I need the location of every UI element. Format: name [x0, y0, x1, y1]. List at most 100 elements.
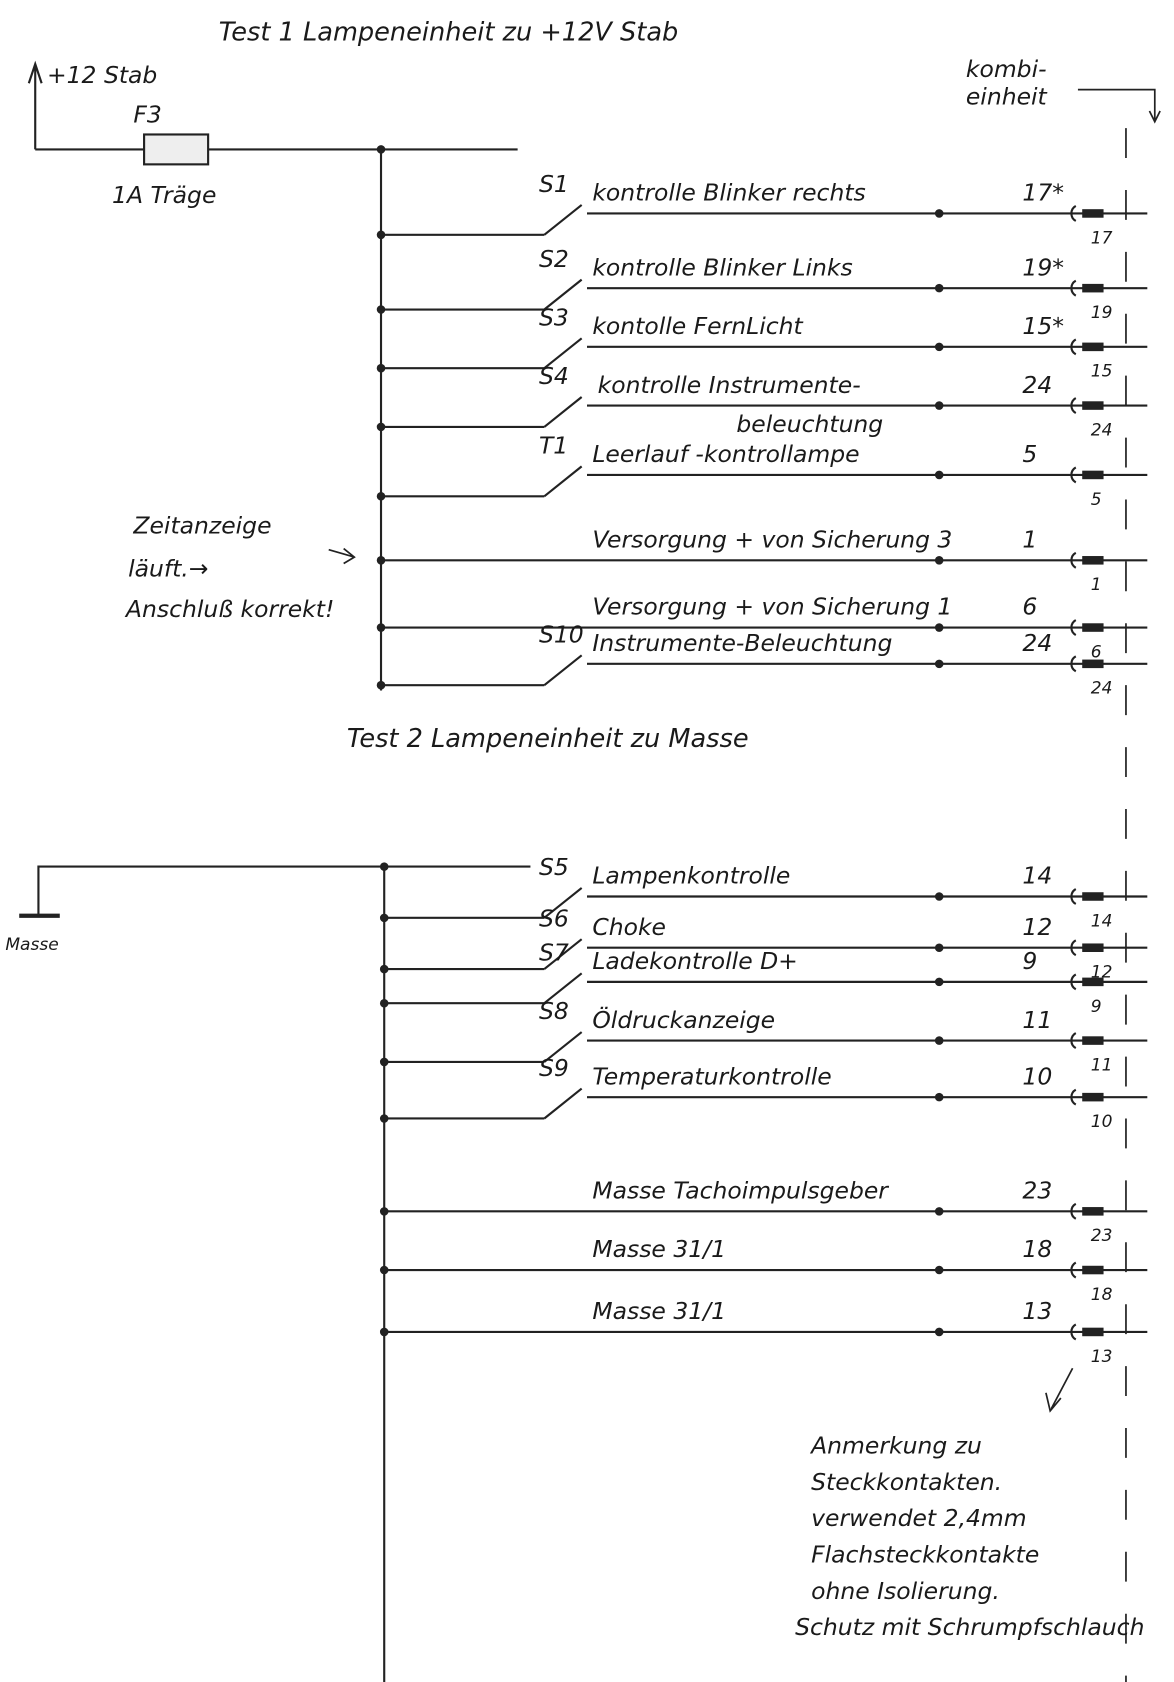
connector-socket-icon — [1070, 619, 1077, 636]
connector-socket-icon — [1070, 466, 1077, 484]
pin-number: 1 — [1022, 526, 1037, 554]
switch-label: S2 — [539, 245, 569, 273]
solder-dot — [934, 943, 944, 952]
solder-dot — [934, 401, 944, 410]
pin-number: 13 — [1022, 1297, 1052, 1325]
solder-dot — [934, 470, 944, 480]
connector-number: 14 — [1091, 911, 1113, 931]
flat-connector-icon — [1082, 1327, 1104, 1337]
flat-connector-icon — [1082, 342, 1104, 352]
solder-dot — [934, 283, 944, 293]
circuit-row-24: S4 kontrolle Instrumente-beleuchtung 24 24 — [376, 362, 1148, 440]
connector-number: 11 — [1091, 1055, 1113, 1075]
circuit-label: Choke — [592, 913, 666, 941]
remark-line-1: Anmerkung zu — [809, 1432, 982, 1460]
kombi-label-2: einheit — [966, 83, 1048, 111]
switch-icon — [543, 887, 583, 919]
solder-dot — [934, 556, 944, 565]
pin-number: 15* — [1022, 312, 1064, 340]
circuit-label: Leerlauf -kontrollampe — [592, 440, 859, 468]
supply-label: +12 Stab — [47, 61, 157, 89]
connector-socket-icon — [1070, 973, 1077, 991]
pin-number: 23 — [1022, 1177, 1052, 1205]
circuit-label: kontrolle Blinker rechts — [592, 179, 865, 207]
pin-number: 10 — [1022, 1062, 1052, 1090]
test2-title: Test 2 Lampeneinheit zu Masse — [347, 724, 749, 754]
circuit-label: Temperaturkontrolle — [592, 1062, 831, 1090]
pin-number: 12 — [1022, 913, 1052, 941]
switch-icon — [543, 204, 583, 236]
flat-connector-icon — [1082, 623, 1104, 632]
solder-dot — [934, 1036, 944, 1045]
solder-dot — [934, 659, 944, 669]
connector-number: 1 — [1091, 575, 1102, 595]
switch-icon — [543, 396, 583, 428]
pin-number: 19* — [1022, 253, 1064, 281]
solder-dot — [934, 1092, 944, 1102]
connector-socket-icon — [1070, 1202, 1077, 1220]
pin-number: 18 — [1022, 1235, 1052, 1263]
flat-connector-icon — [1082, 659, 1104, 669]
connector-socket-icon — [1070, 205, 1077, 222]
flat-connector-icon — [1082, 283, 1104, 293]
connector-socket-icon — [1070, 1032, 1077, 1049]
solder-dot — [934, 1207, 944, 1216]
connector-number: 13 — [1091, 1347, 1113, 1367]
ground-wire — [37, 865, 531, 916]
connector-number: 23 — [1091, 1226, 1113, 1246]
remark-line-4: Flachsteckkontakte — [811, 1540, 1039, 1568]
switch-icon — [543, 337, 583, 370]
circuit-label: Öldruckanzeige — [592, 1006, 775, 1034]
test1-title: Test 1 Lampeneinheit zu +12V Stab — [219, 18, 679, 48]
flat-connector-icon — [1082, 401, 1104, 410]
connector-number: 17 — [1091, 228, 1113, 248]
solder-dot — [934, 977, 944, 987]
pin-number: 5 — [1022, 440, 1037, 468]
connector-number: 6 — [1091, 642, 1102, 662]
circuit-row-13: Masse 31/1 13 13 — [379, 1297, 1148, 1367]
flat-connector-icon — [1082, 977, 1104, 987]
solder-dot — [934, 1327, 944, 1337]
switch-label: S4 — [539, 362, 569, 390]
remark-line-2: Steckkontakten. — [811, 1468, 1002, 1496]
connector-socket-icon — [1070, 655, 1077, 673]
fuse-icon — [143, 133, 210, 166]
connector-number: 24 — [1091, 420, 1113, 440]
connector-number: 19 — [1091, 303, 1113, 323]
switch-label: S9 — [539, 1054, 569, 1082]
solder-dot — [934, 623, 944, 632]
fuse-label: F3 — [133, 101, 161, 129]
switch-icon — [543, 938, 583, 970]
connector-socket-icon — [1070, 1088, 1077, 1106]
note-line-1: Zeitanzeige — [132, 512, 271, 540]
circuit-label: Masse 31/1 — [592, 1297, 726, 1325]
pin-number: 24 — [1022, 371, 1052, 399]
junction-dot — [379, 862, 389, 871]
switch-label: S5 — [539, 853, 569, 881]
switch-label: S8 — [539, 997, 569, 1025]
switch-icon — [543, 465, 583, 498]
switch-icon — [543, 654, 583, 687]
switch-label: S3 — [539, 304, 569, 332]
connector-number: 15 — [1091, 362, 1113, 382]
flat-connector-icon — [1082, 1265, 1104, 1275]
flat-connector-icon — [1082, 892, 1104, 901]
note-line-2: läuft.→ — [128, 554, 208, 582]
junction-dot — [376, 145, 386, 154]
circuit-label: kontrolle Instrumente- — [598, 371, 861, 399]
remark-arrow-icon — [1045, 1367, 1074, 1413]
solder-dot — [934, 209, 944, 218]
circuit-label-2: beleuchtung — [736, 410, 883, 438]
note-line-3: Anschluß korrekt! — [124, 595, 334, 623]
